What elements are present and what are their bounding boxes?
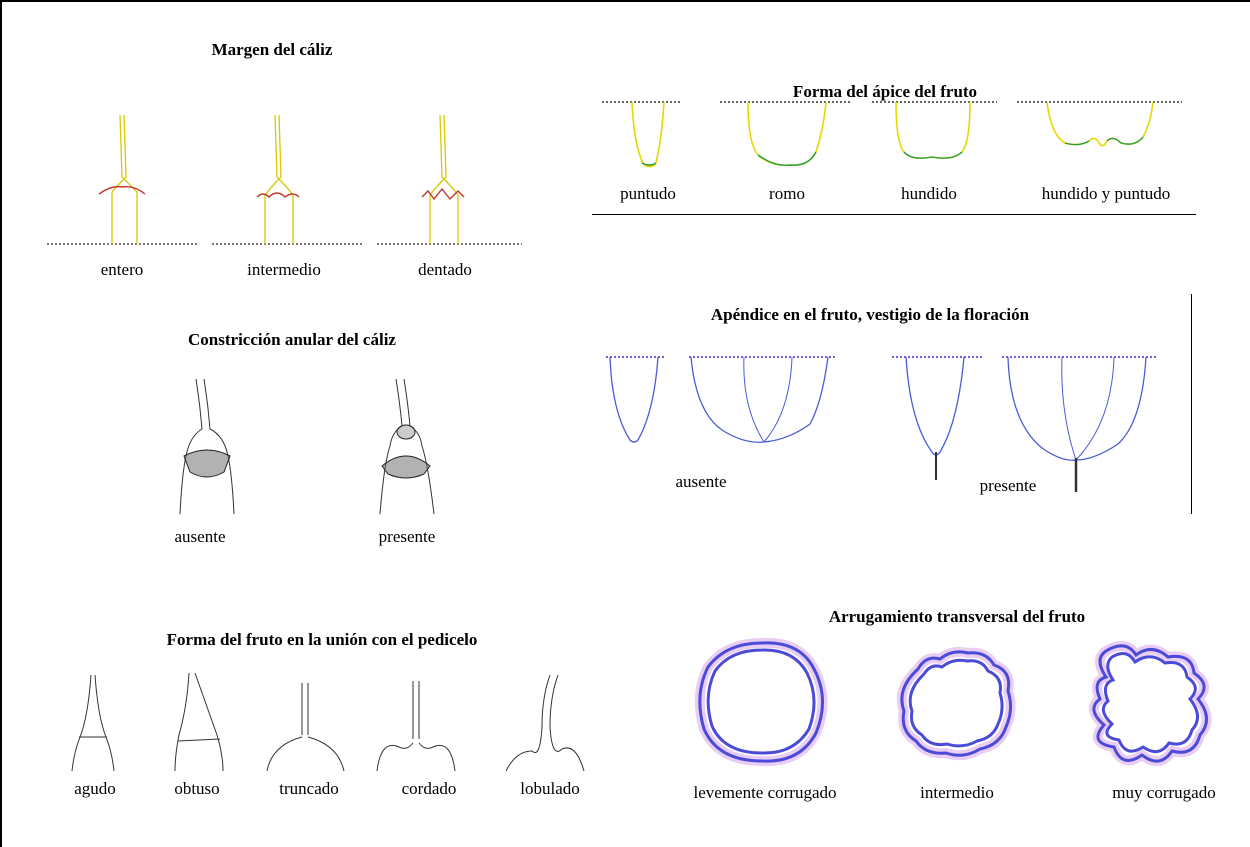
constriction-ausente-figure <box>179 378 235 515</box>
constriction-label-presente: presente <box>378 527 436 546</box>
appendix-figures <box>606 356 1157 492</box>
calyx-margin-label-dentado: dentado <box>418 260 472 279</box>
apex-label-puntudo: puntudo <box>620 184 676 203</box>
calyx-entero-figure <box>47 114 197 245</box>
apex-label-hundido-y-puntudo: hundido y puntudo <box>1041 184 1171 203</box>
pedicel-label-agudo: agudo <box>74 779 116 798</box>
pedicel-label-lobulado: lobulado <box>520 779 580 798</box>
constriction-presente-figure <box>379 378 435 515</box>
pedicel-shape-figures <box>71 672 585 772</box>
calyx-intermedio-figure <box>212 114 362 245</box>
constriction-label-ausente: ausente <box>174 527 226 546</box>
wrinkle-label-intermedio: intermedio <box>920 783 994 802</box>
pedicel-shape-title: Forma del fruto en la unión con el pedic… <box>166 630 478 649</box>
apex-hundido-figure <box>872 101 997 159</box>
apex-hundido-puntudo-figure <box>1017 101 1182 147</box>
pedicel-truncado-figure <box>266 683 345 772</box>
apex-shape-figures <box>602 101 1182 168</box>
apex-puntudo-figure <box>602 101 682 168</box>
calyx-margin-title: Margen del cáliz <box>211 40 333 59</box>
apex-label-hundido: hundido <box>901 184 957 203</box>
calyx-constriction-figures <box>179 378 435 515</box>
appendix-presente-figure <box>892 356 1157 492</box>
calyx-dentado-figure <box>377 114 522 245</box>
calyx-margin-label-intermedio: intermedio <box>247 260 321 279</box>
pedicel-lobulado-figure <box>505 674 585 772</box>
wrinkle-levemente-corrugado-figure <box>694 637 828 767</box>
pedicel-agudo-figure <box>71 674 115 772</box>
wrinkle-muy-corrugado-figure <box>1089 640 1212 766</box>
wrinkling-figures <box>694 637 1212 767</box>
appendix-label-ausente: ausente <box>675 472 727 491</box>
calyx-margin-figures <box>47 114 522 245</box>
pedicel-label-obtuso: obtuso <box>174 779 220 798</box>
pedicel-label-truncado: truncado <box>279 779 339 798</box>
wrinkle-label-levemente-corrugado: levemente corrugado <box>693 783 837 802</box>
pedicel-label-cordado: cordado <box>401 779 457 798</box>
wrinkling-title: Arrugamiento transversal del fruto <box>828 607 1086 626</box>
pedicel-obtuso-figure <box>174 672 224 772</box>
appendix-label-presente: presente <box>979 476 1037 495</box>
wrinkle-label-muy-corrugado: muy corrugado <box>1112 783 1216 802</box>
appendix-title: Apéndice en el fruto, vestigio de la flo… <box>710 305 1030 324</box>
appendix-vertical-rule <box>1191 294 1192 514</box>
apex-label-romo: romo <box>769 184 805 203</box>
calyx-constriction-title: Constricción anular del cáliz <box>188 330 396 349</box>
calyx-margin-label-entero: entero <box>100 260 144 279</box>
wrinkle-intermedio-figure <box>896 646 1016 761</box>
apex-shape-title: Forma del ápice del fruto <box>792 82 978 101</box>
pedicel-cordado-figure <box>376 681 456 772</box>
appendix-ausente-figure <box>606 356 835 443</box>
apex-section-divider <box>592 214 1196 215</box>
apex-romo-figure <box>720 101 850 167</box>
